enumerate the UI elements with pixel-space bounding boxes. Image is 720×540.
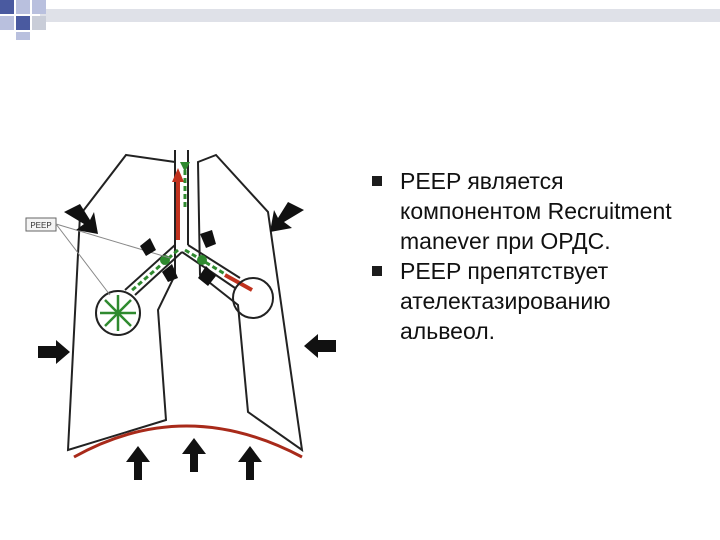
right-bronchus xyxy=(187,244,241,279)
alveolus-green-arrows xyxy=(100,295,136,331)
bullet-text: PEEP является компонентом Recruitment ma… xyxy=(400,168,672,254)
header-square xyxy=(16,16,30,30)
pressure-arrow-bottom xyxy=(182,438,206,472)
pressure-arrows xyxy=(38,202,336,480)
header-bar xyxy=(40,9,720,22)
open-alveolus xyxy=(95,290,141,336)
diaphragm-line xyxy=(73,424,303,459)
pressure-arrow-bottom xyxy=(126,446,150,480)
header-square xyxy=(0,16,14,30)
green-flow-left-bronchus xyxy=(129,248,179,294)
peep-label: PEEP xyxy=(30,221,51,230)
lung-peep-diagram: PEEP xyxy=(20,150,340,490)
header-decoration xyxy=(0,0,720,40)
lung-diagram-svg: PEEP xyxy=(25,150,336,480)
green-node xyxy=(197,255,207,265)
pressure-arrow-small xyxy=(200,230,216,248)
bullet-square-icon xyxy=(372,266,382,276)
header-square xyxy=(32,0,46,14)
green-flow-arrowhead xyxy=(180,162,190,172)
peep-pointer-line xyxy=(55,223,111,296)
bullet-item: PEEP препятствует ателектазированию альв… xyxy=(370,256,700,346)
left-lung-outline xyxy=(66,153,176,452)
red-flow-right-bronchus xyxy=(224,273,253,292)
right-lung-outline xyxy=(196,153,304,453)
pressure-arrow-upper-right xyxy=(270,202,304,232)
red-flow-arrowhead xyxy=(172,168,184,182)
header-square xyxy=(16,32,30,40)
pressure-arrow-mid-right xyxy=(304,334,336,358)
pressure-arrow-small xyxy=(162,264,178,282)
pressure-arrow-small xyxy=(140,238,156,256)
pressure-arrow-upper-left xyxy=(64,204,98,234)
header-square xyxy=(0,0,14,14)
collapsed-alveolus xyxy=(232,277,274,319)
peep-pointer-line xyxy=(55,223,171,259)
header-square xyxy=(32,16,46,30)
left-bronchus xyxy=(134,251,183,296)
left-bronchus xyxy=(124,244,176,291)
bullet-square-icon xyxy=(372,176,382,186)
pressure-arrow-mid-left xyxy=(38,340,70,364)
pressure-arrow-bottom xyxy=(238,446,262,480)
pressure-arrow-small xyxy=(198,266,216,286)
bullet-item: PEEP является компонентом Recruitment ma… xyxy=(370,166,700,256)
header-square xyxy=(16,0,30,14)
bullet-list: PEEP является компонентом Recruitment ma… xyxy=(370,166,700,346)
bullet-text: PEEP препятствует ателектазированию альв… xyxy=(400,258,611,344)
